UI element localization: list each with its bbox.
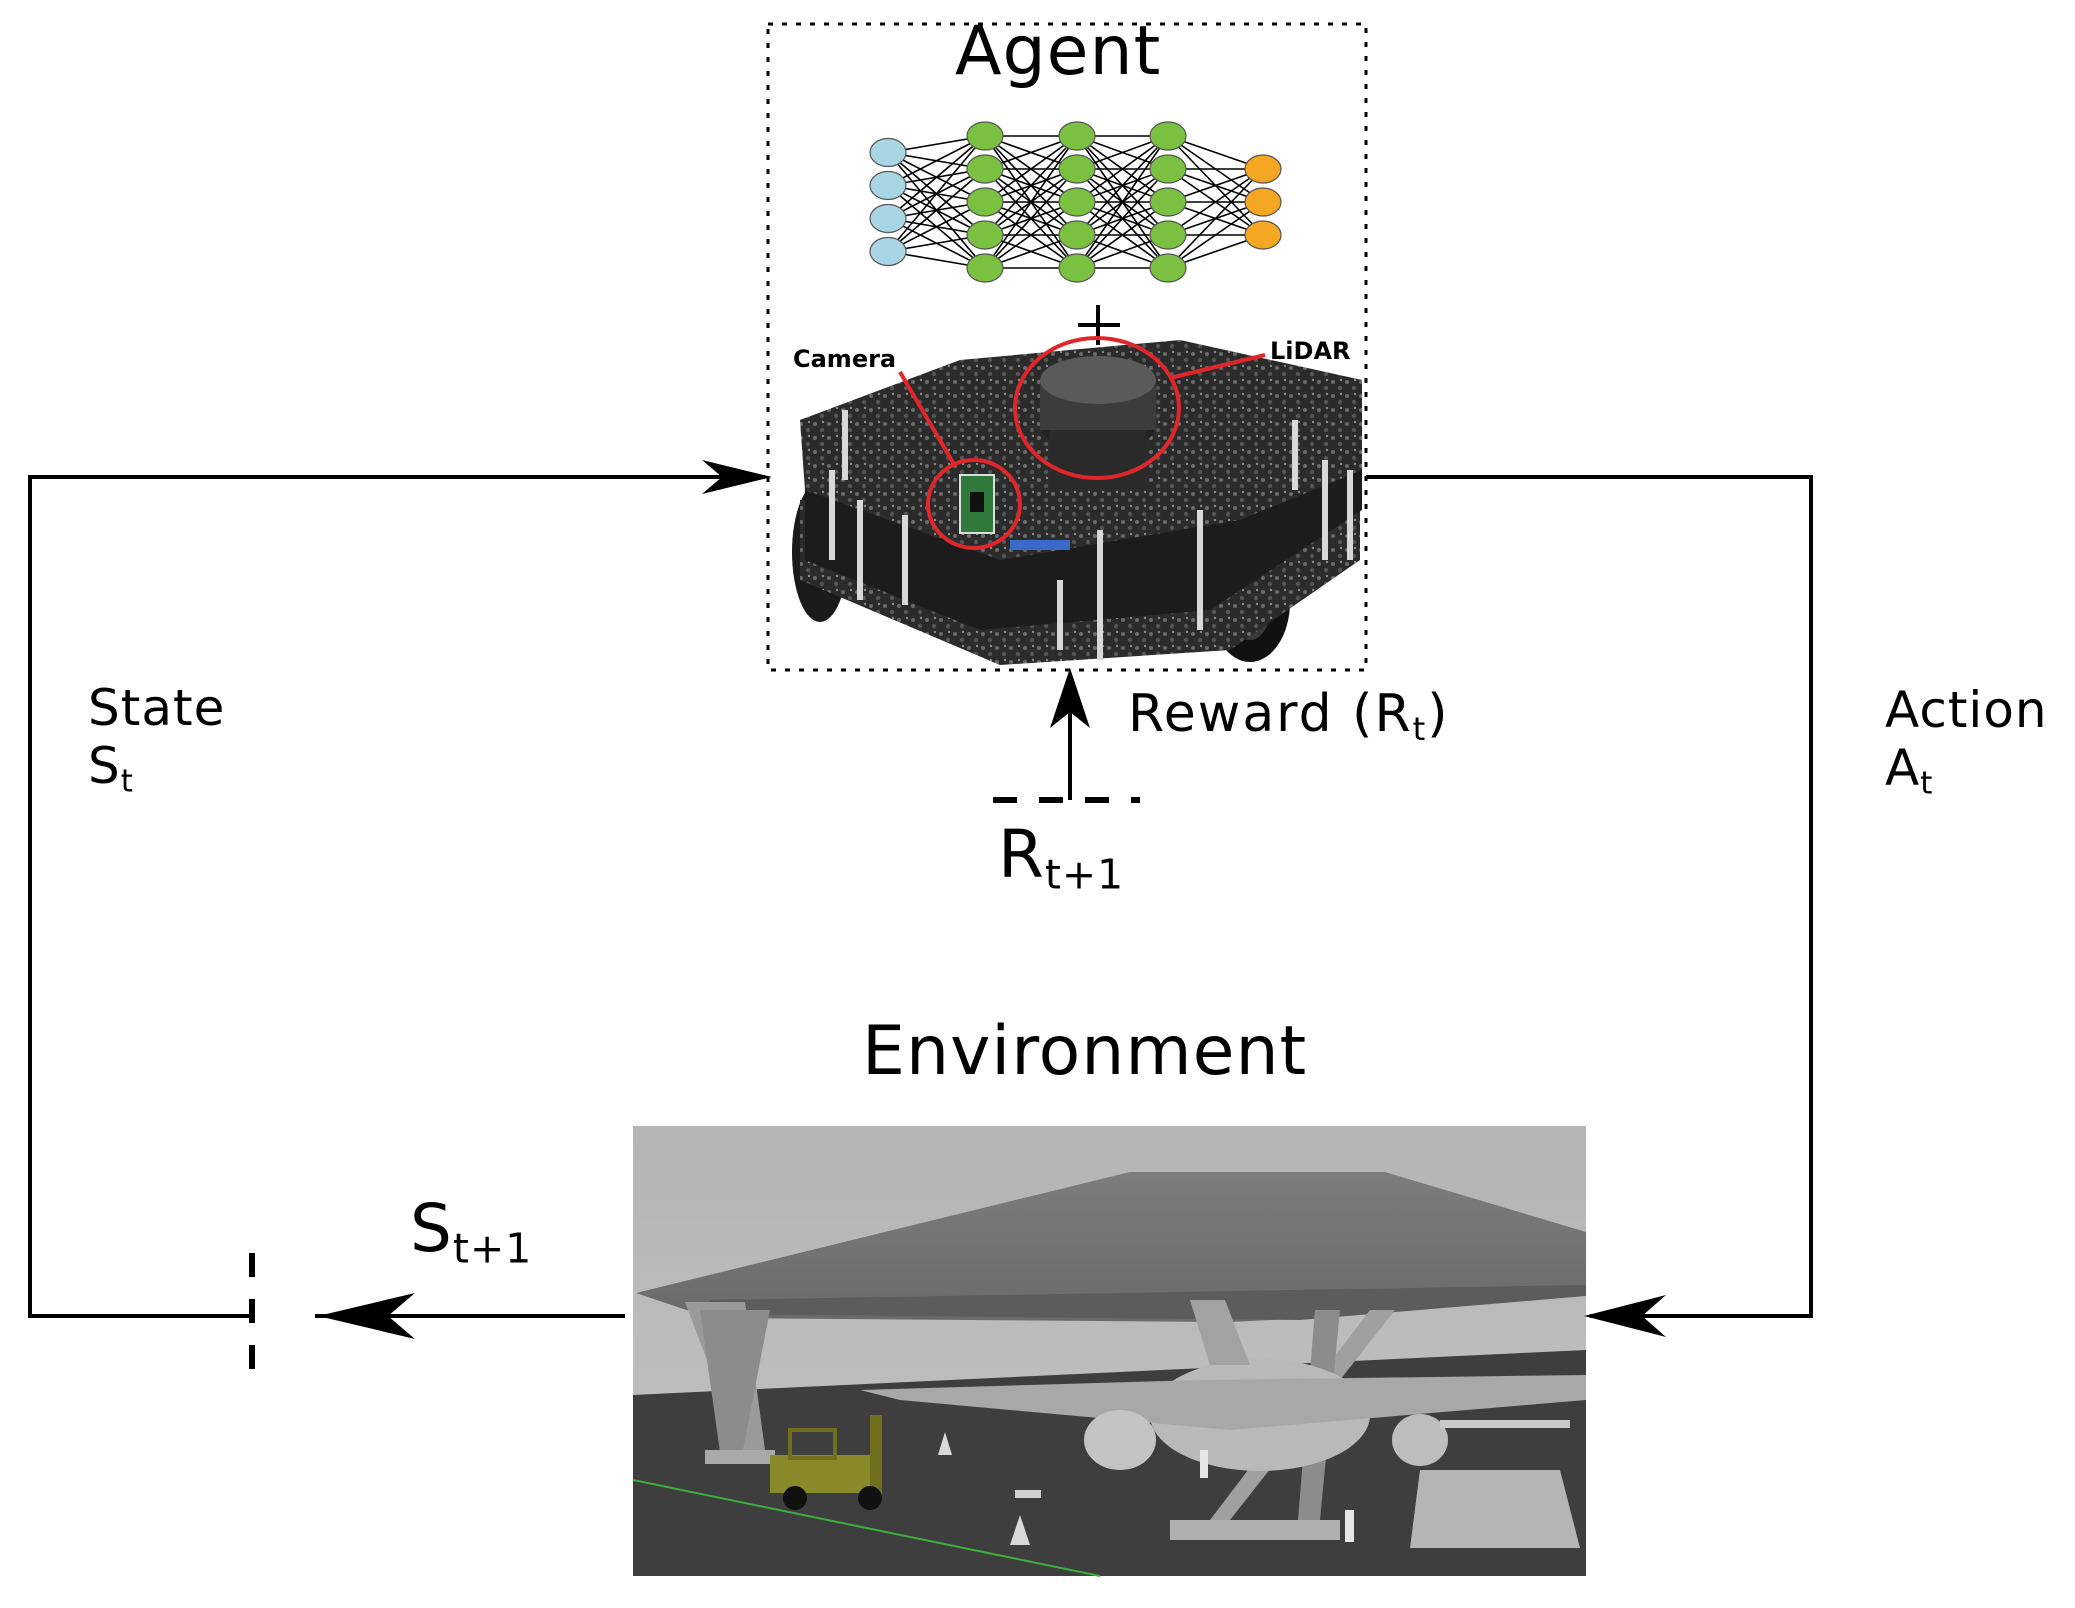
nn-edge: [1076, 135, 1169, 203]
next-state-label: St+1: [410, 1190, 533, 1273]
nn-edge: [1167, 168, 1264, 269]
nn-edge: [887, 135, 986, 187]
nn-edge: [1076, 201, 1169, 269]
nn-hidden-node: [1058, 253, 1096, 283]
state-word: State: [88, 679, 226, 737]
nn-edge: [1076, 135, 1169, 269]
nn-edge: [984, 168, 1078, 269]
nn-hidden-node: [966, 154, 1004, 184]
robot-image: [792, 340, 1362, 665]
nn-hidden-node: [1058, 220, 1096, 250]
nn-hidden-node: [1149, 121, 1187, 151]
environment-title: Environment: [862, 1012, 1308, 1091]
agent-box: [766, 22, 1368, 672]
action-word: Action: [1885, 681, 2048, 739]
nn-edge: [984, 135, 1078, 203]
environment-image: [632, 1126, 1586, 1577]
nn-hidden-node: [1149, 220, 1187, 250]
nn-edge: [1167, 201, 1264, 269]
nn-hidden-node: [966, 187, 1004, 217]
nn-hidden-node: [1149, 253, 1187, 283]
nn-output-node: [1244, 187, 1282, 217]
nn-hidden-node: [1149, 154, 1187, 184]
nn-edge: [984, 201, 1078, 269]
nn-edge: [887, 201, 986, 253]
nn-input-node: [869, 170, 907, 201]
reward-label: Reward (Rt): [1128, 684, 1450, 749]
state-arrowhead-icon: [702, 460, 772, 494]
nn-edge: [984, 135, 1078, 236]
nn-edge: [1076, 168, 1169, 269]
nn-hidden-node: [966, 220, 1004, 250]
nn-input-node: [869, 236, 907, 267]
camera-label: Camera: [793, 345, 897, 373]
nn-input-node: [869, 137, 907, 168]
nn-input-node: [869, 203, 907, 234]
nn-output-node: [1244, 220, 1282, 250]
nn-hidden-node: [1058, 187, 1096, 217]
nn-edge: [1167, 168, 1264, 236]
action-symbol: At: [1885, 738, 1934, 802]
reward-arrowhead-icon: [1050, 668, 1090, 728]
action-arrowhead-icon: [1584, 1295, 1666, 1337]
nn-hidden-node: [966, 121, 1004, 151]
nn-hidden-node: [1058, 154, 1096, 184]
state-symbol: St: [88, 736, 134, 800]
nn-edge: [1076, 135, 1169, 236]
lidar-label: LiDAR: [1270, 337, 1351, 365]
nn-edge: [984, 135, 1078, 269]
time-step-separators: [249, 797, 1140, 1382]
agent-title: Agent: [955, 12, 1162, 91]
state-label: State St: [88, 679, 226, 800]
sensor-callouts: [898, 336, 1266, 550]
next-state-arrowhead-icon: [318, 1293, 415, 1339]
nn-edge: [887, 135, 986, 220]
nn-edge: [887, 168, 986, 253]
nn-output-node: [1244, 154, 1282, 184]
nn-edge: [887, 135, 986, 253]
nn-hidden-node: [1058, 121, 1096, 151]
neural-network: [869, 121, 1282, 283]
action-label: Action At: [1885, 681, 2048, 802]
nn-hidden-node: [1149, 187, 1187, 217]
next-reward-label: Rt+1: [998, 816, 1125, 899]
nn-hidden-node: [966, 253, 1004, 283]
